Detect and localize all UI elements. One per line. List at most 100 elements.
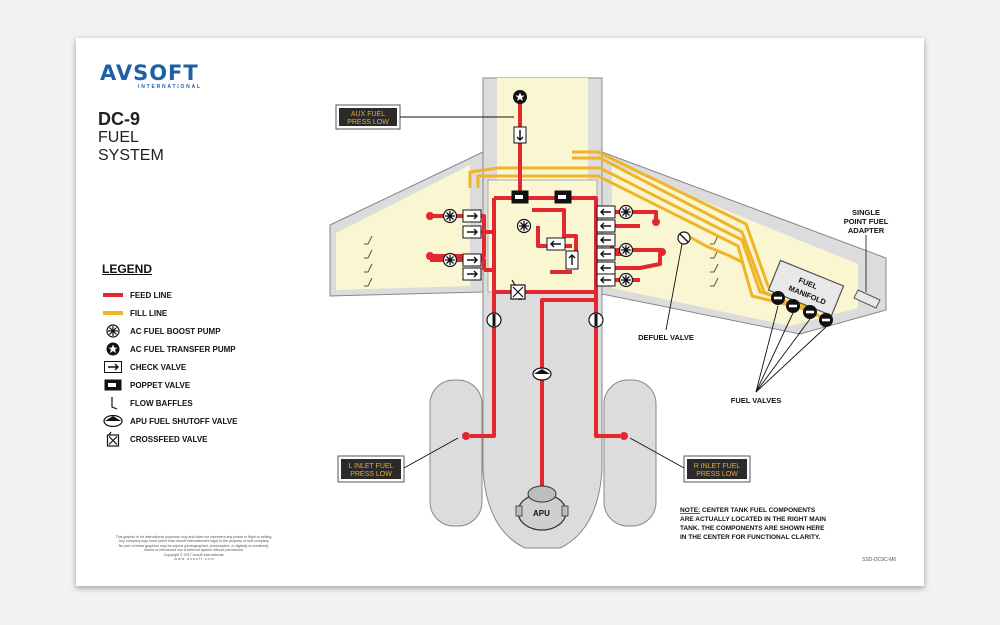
check-valve-icon [513, 126, 527, 144]
feed-lines [430, 96, 662, 490]
fuel-valve-icon [819, 313, 833, 327]
l-inlet-line2: PRESS LOW [350, 471, 392, 478]
title-line3: SYSTEM [98, 147, 164, 164]
check-valve-icon [596, 273, 616, 287]
defuel-leader [665, 243, 683, 331]
check-valve-icon [102, 360, 124, 374]
fuel-valve-icon [786, 299, 800, 313]
center-tank-note: NOTE: CENTER TANK FUEL COMPONENTS ARE AC… [680, 507, 826, 541]
boost-pump-icons [442, 204, 634, 288]
right-engine-nacelle [603, 379, 657, 527]
fill-line-swatch [102, 306, 124, 320]
legend-label: CROSSFEED VALVE [130, 434, 208, 444]
check-valve-icon [462, 253, 482, 267]
l-inlet-fuel-press-low-annunciator: L INLET FUEL PRESS LOW [337, 455, 405, 483]
check-valve-icon [596, 205, 616, 219]
note-line1: CENTER TANK FUEL COMPONENTS [700, 507, 816, 514]
note-line4: IN THE CENTER FOR FUNCTIONAL CLARITY. [680, 534, 821, 541]
flow-baffle-icon [364, 277, 373, 287]
disclaimer-line: stored or introduced into a retrieval sy… [144, 548, 244, 553]
transfer-pump-icon [102, 342, 124, 356]
check-valve-icon [596, 261, 616, 275]
title-line2: FUEL [98, 129, 139, 146]
crossfeed-valve-icon [510, 279, 526, 300]
line-end [652, 218, 660, 226]
l-inlet-line1: L INLET FUEL [348, 463, 393, 470]
boost-pump-icon [102, 324, 124, 338]
boost-pump-icon [442, 208, 458, 224]
legend-title: LEGEND [102, 262, 153, 276]
apu-shutoff-valve-icon [102, 414, 124, 428]
forward-tank [497, 78, 588, 180]
left-wing-tank [336, 165, 470, 290]
note-line2: ARE ACTUALLY LOCATED IN THE RIGHT MAIN [680, 516, 826, 523]
legend-label: AC FUEL TRANSFER PUMP [130, 344, 236, 354]
check-valve-icon [596, 247, 616, 261]
check-valve-icon [462, 267, 482, 281]
note-lead: NOTE: [680, 507, 700, 514]
title-aircraft: DC-9 [98, 109, 141, 129]
right-engine-feed-end [620, 432, 628, 440]
disclaimer-line: This graphic is for instructional purpos… [115, 535, 273, 539]
flow-baffles [364, 235, 719, 287]
legend-label: FILL LINE [130, 308, 168, 318]
legend-label: FLOW BAFFLES [130, 398, 193, 408]
defuel-valve-label: DEFUEL VALVE [638, 333, 694, 342]
boost-pump-icon [516, 218, 532, 234]
flow-baffle-icon [710, 235, 719, 245]
r-inlet-leader [629, 437, 685, 469]
r-inlet-fuel-press-low-annunciator: R INLET FUEL PRESS LOW [683, 455, 751, 483]
l-inlet-leader [403, 437, 459, 469]
defuel-valve-icon [677, 231, 691, 245]
legend-item-transfer-pump: AC FUEL TRANSFER PUMP [102, 340, 237, 358]
line-end [658, 248, 666, 256]
flow-baffle-icon [710, 277, 719, 287]
check-valve-icon [546, 237, 566, 251]
legend-item-boost-pump: AC FUEL BOOST PUMP [102, 322, 237, 340]
disclaimer-website: w w w . a v s o f t . c o m [174, 557, 214, 562]
avsoft-logo: AVSOFT INTERNATIONAL [100, 62, 202, 90]
fuel-manifold [767, 259, 845, 317]
left-fuel-shutoff-valve-icon [486, 312, 502, 328]
legend-item-crossfeed-valve: CROSSFEED VALVE [102, 430, 237, 448]
legend-label: CHECK VALVE [130, 362, 187, 372]
flow-baffle-icon [102, 396, 124, 410]
left-engine-feed-end [462, 432, 470, 440]
poppet-valve-icon [102, 378, 124, 392]
legend: LEGEND FEED LINE FILL LINE AC FUEL BOOST… [102, 262, 237, 448]
boost-pump-icon [618, 204, 634, 220]
apu-label: APU [533, 509, 550, 518]
flow-baffle-icon [364, 263, 373, 273]
boost-pump-icon [618, 242, 634, 258]
single-point-fuel-adapter [853, 289, 881, 309]
legend-item-flow-baffles: FLOW BAFFLES [102, 394, 237, 412]
legend-label: FEED LINE [130, 290, 172, 300]
single-point-label-2: POINT FUEL [844, 217, 889, 226]
check-valve-icon [596, 233, 616, 247]
legend-item-apu-shutoff-valve: APU FUEL SHUTOFF VALVE [102, 412, 237, 430]
legend-item-poppet-valve: POPPET VALVE [102, 376, 237, 394]
boost-pump-icon [442, 252, 458, 268]
flow-baffle-icon [710, 263, 719, 273]
page-title: DC-9 FUEL SYSTEM [98, 109, 164, 165]
feed-line-swatch [102, 288, 124, 302]
boost-pump-icon [618, 272, 634, 288]
note-line3: TANK. THE COMPONENTS ARE SHOWN HERE [680, 525, 825, 532]
flow-baffle-icon [364, 235, 373, 245]
transfer-pump-icon [513, 90, 527, 104]
crossfeed-valve-icon [102, 431, 124, 447]
apu [515, 485, 569, 531]
check-valve-icon [462, 209, 482, 223]
r-inlet-line2: PRESS LOW [696, 471, 738, 478]
legend-label: POPPET VALVE [130, 380, 191, 390]
single-point-label-3: ADAPTER [848, 226, 885, 235]
logo-subtitle: INTERNATIONAL [138, 84, 202, 90]
fuel-valves-label: FUEL VALVES [731, 396, 781, 405]
legend-item-feed-line: FEED LINE [102, 286, 237, 304]
poppet-valve-icon [554, 190, 572, 204]
aux-fuel-press-low-annunciator: AUX FUEL PRESS LOW [335, 104, 401, 130]
disclaimer: This graphic is for instructional purpos… [96, 535, 292, 561]
aux-fuel-line2: PRESS LOW [347, 119, 389, 126]
flow-baffle-icon [710, 249, 719, 259]
